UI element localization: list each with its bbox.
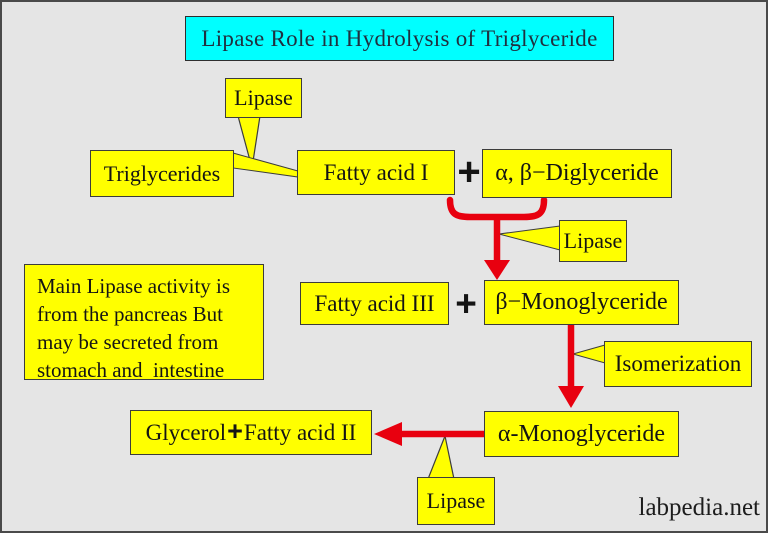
main-lipase-note: Main Lipase activity is from the pancrea…	[24, 264, 264, 382]
arrow-down-2-head	[558, 386, 584, 408]
note-line: stomach and intestine	[37, 358, 225, 382]
arrow-left-head	[374, 422, 402, 446]
plus-sign-3: +	[227, 416, 243, 446]
plus-sign-1: +	[457, 150, 481, 194]
diagram-title: Lipase Role in Hydrolysis of Triglycerid…	[185, 16, 614, 61]
alpha-monoglyceride-node: α-Monoglyceride	[484, 411, 679, 457]
triglyceride-connector-wedge	[232, 152, 299, 178]
diglyceride-node: α, β−Diglyceride	[482, 149, 672, 198]
beta-monoglyceride-node: β−Monoglyceride	[484, 280, 679, 325]
watermark-text: labpedia.net	[638, 494, 760, 521]
glycerol-label: Glycerol	[145, 419, 227, 445]
arrow-down-1-head	[484, 260, 510, 280]
lipase-mid-pointer-shape	[498, 225, 561, 251]
note-line: from the pancreas But	[37, 302, 224, 326]
fatty-acid-1-node: Fatty acid I	[297, 150, 455, 195]
lipase-callout-bottom: Lipase	[417, 477, 495, 525]
lipase-callout-mid: Lipase	[559, 220, 627, 262]
plus-sign-2: +	[455, 282, 477, 324]
lipase-bottom-pointer-shape	[427, 433, 455, 480]
note-line: Main Lipase activity is	[37, 274, 231, 298]
isomerization-callout: Isomerization	[604, 341, 752, 387]
triglycerides-node: Triglycerides	[90, 150, 234, 197]
merge-brace-shape	[446, 196, 548, 221]
note-line: may be secreted from	[37, 330, 219, 354]
fatty-acid-2-label: Fatty acid II	[243, 419, 357, 445]
glycerol-fatty-acid-2-node: Glycerol+Fatty acid II	[130, 410, 372, 455]
lipase-callout-top: Lipase	[225, 78, 302, 118]
fatty-acid-3-node: Fatty acid III	[300, 282, 449, 325]
isomerization-pointer-shape	[571, 344, 606, 364]
